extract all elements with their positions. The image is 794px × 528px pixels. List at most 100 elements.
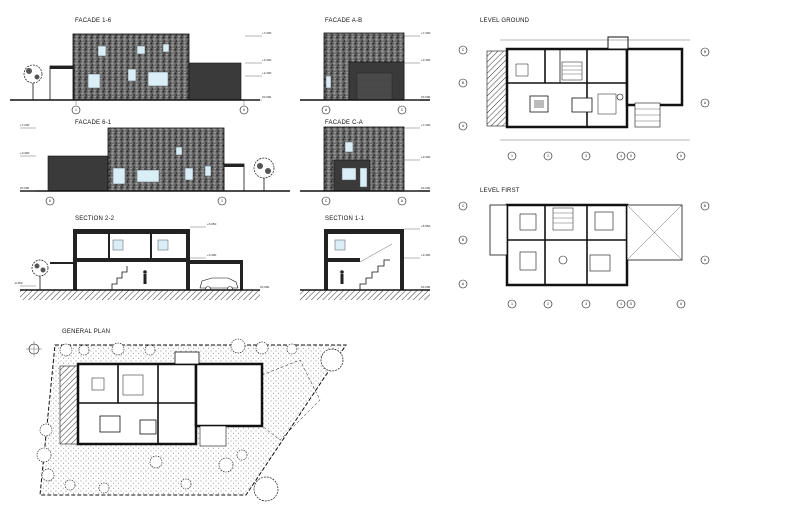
svg-text:+6.650: +6.650 [207,222,217,226]
svg-text:3: 3 [585,154,587,158]
svg-text:+3.300: +3.300 [421,253,431,257]
axis-marker [397,196,407,206]
axis-marker [543,299,553,309]
bed [589,254,611,272]
svg-text:±0.000: ±0.000 [260,285,269,289]
svg-text:+6.650: +6.650 [421,224,431,228]
sofa [99,415,121,433]
tree-icon [31,259,49,290]
svg-text:2: 2 [547,302,549,306]
svg-text:1: 1 [511,302,513,306]
stair [552,207,574,231]
axis-marker [458,45,468,55]
level-zero: ±0.000 [262,95,271,99]
facade-1-6-level-marks: +7.200 +3.300 +2.400 ±0.000 [245,31,272,101]
svg-text:A: A [704,258,707,262]
axis-marker [45,196,55,206]
svg-text:C: C [462,48,465,52]
axis-marker [626,151,636,161]
facade-1-6: FACADE 1-6 +7.200 +3.300 +2.400 ±0.000 1… [10,18,272,115]
tree-icon [23,64,43,100]
svg-text:B: B [462,238,464,242]
general-plan: GENERAL PLAN [26,329,347,502]
axis-marker [458,201,468,211]
axis-marker [321,105,331,115]
terrace [486,50,508,127]
person-figure [143,270,147,284]
axis-marker [700,201,710,211]
svg-text:A: A [462,282,465,286]
dining-table [515,63,529,77]
svg-text:+3.300: +3.300 [20,151,30,155]
facade-6-1-stone-volume [107,127,225,192]
svg-text:6: 6 [243,108,245,112]
svg-text:+3.300: +3.300 [207,253,217,257]
svg-text:±0.000: ±0.000 [421,95,430,99]
level-first: +3.300 [262,58,272,62]
axis-marker [700,255,710,265]
garage [625,47,684,107]
svg-text:4: 4 [620,302,622,306]
section-2-2: SECTION 2-2 +6.650 [14,216,269,300]
facade-1-6-stone-volume [72,33,190,101]
svg-text:A: A [325,108,328,112]
axis-marker [458,78,468,88]
axis-marker [543,151,553,161]
ground-floor-walls [505,47,629,129]
svg-text:+7.200: +7.200 [421,31,431,35]
axis-marker [676,151,686,161]
axis-marker [507,299,517,309]
svg-text:2: 2 [547,154,549,158]
axis-marker [626,299,636,309]
axis-marker [700,47,710,57]
svg-text:6: 6 [680,302,682,306]
svg-text:B: B [462,81,464,85]
facade-c-a-title: FACADE C-A [325,120,363,126]
axis-marker [397,105,407,115]
section-2-2-title: SECTION 2-2 [75,216,115,222]
axis-marker [217,196,227,206]
axis-marker [458,279,468,289]
bed [519,213,537,231]
axis-marker [458,235,468,245]
svg-text:6: 6 [680,154,682,158]
section-1-1: SECTION 1-1 +6.650 +3.300 ±0.000 [300,216,431,300]
level-first-title: LEVEL FIRST [480,188,520,194]
svg-text:B: B [704,50,706,54]
svg-text:A: A [462,124,465,128]
svg-text:5: 5 [630,154,632,158]
svg-text:C: C [462,204,465,208]
svg-text:-0.450: -0.450 [14,281,23,285]
svg-text:±0.000: ±0.000 [421,186,430,190]
axis-marker [700,98,710,108]
svg-text:A: A [704,101,707,105]
bed [594,211,614,231]
facade-6-1-garage [47,155,109,192]
level-ground-title: LEVEL GROUND [480,18,530,24]
stair [111,266,128,290]
axis-marker [616,151,626,161]
svg-text:C: C [401,108,404,112]
svg-text:+3.300: +3.300 [421,58,431,62]
stair [359,243,393,290]
desk [571,97,593,113]
general-plan-title: GENERAL PLAN [62,329,110,335]
facade-6-1: FACADE 6-1 +7.200 +3.300 ±0.000 6 1 [20,120,290,206]
terrace [59,365,79,445]
svg-text:+7.200: +7.200 [20,123,30,127]
svg-text:±0.000: ±0.000 [421,285,430,289]
axis-marker [676,299,686,309]
tree-icon [36,338,344,502]
axis-marker [507,151,517,161]
axis-marker [581,151,591,161]
axis-marker [581,299,591,309]
level-first-plan: LEVEL FIRST C B A B A 1 2 3 4 [458,188,710,309]
person-figure [340,270,344,284]
svg-text:1: 1 [511,154,513,158]
facade-1-6-garage [188,62,242,101]
level-ground-plan: LEVEL GROUND C B A B A 1 [458,18,710,161]
svg-text:A: A [401,199,404,203]
svg-text:C: C [325,199,328,203]
axis-marker [239,105,249,115]
